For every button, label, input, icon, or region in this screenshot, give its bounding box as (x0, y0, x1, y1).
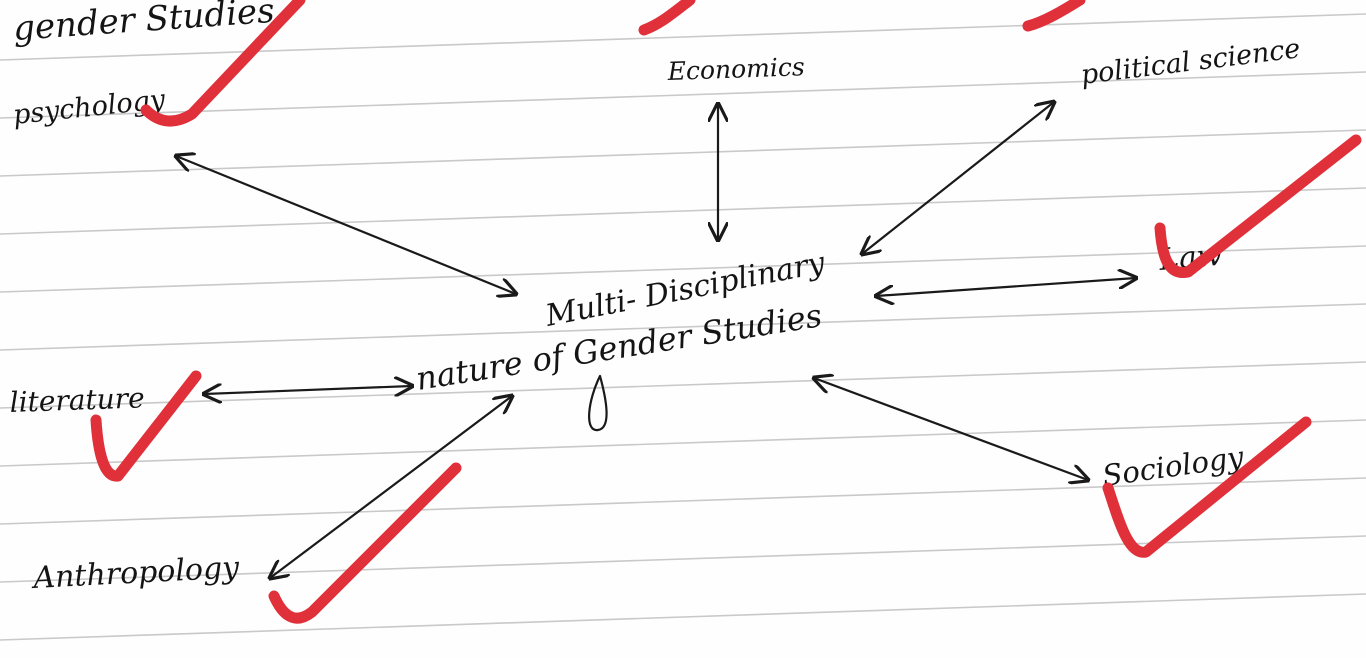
of-hook-stroke (588, 374, 608, 432)
node-economics: Economics (666, 52, 805, 86)
connector-arrows (176, 102, 1136, 578)
check-mark-psychology (140, 0, 306, 127)
node-anthropology: Anthropology (30, 550, 241, 596)
check-mark-sociology (1102, 416, 1312, 558)
red-check-marks (90, 0, 1362, 624)
arrow-literature (204, 386, 412, 394)
node-literature: literature (9, 381, 145, 419)
arrow-sociology (814, 378, 1088, 480)
arrow-psychology (176, 156, 516, 294)
check-mark-law (1154, 134, 1362, 278)
arrow-law (876, 278, 1136, 296)
check-mark-economics (638, 0, 696, 36)
check-mark-literature (90, 370, 202, 482)
arrow-anthropology (270, 396, 512, 578)
check-mark-anthropology (268, 462, 462, 624)
arrow-political-science (862, 102, 1054, 254)
check-mark-political-science (1022, 0, 1086, 32)
heading-gender-studies: gender Studies (12, 0, 276, 49)
node-political-science: political science (1079, 33, 1302, 91)
